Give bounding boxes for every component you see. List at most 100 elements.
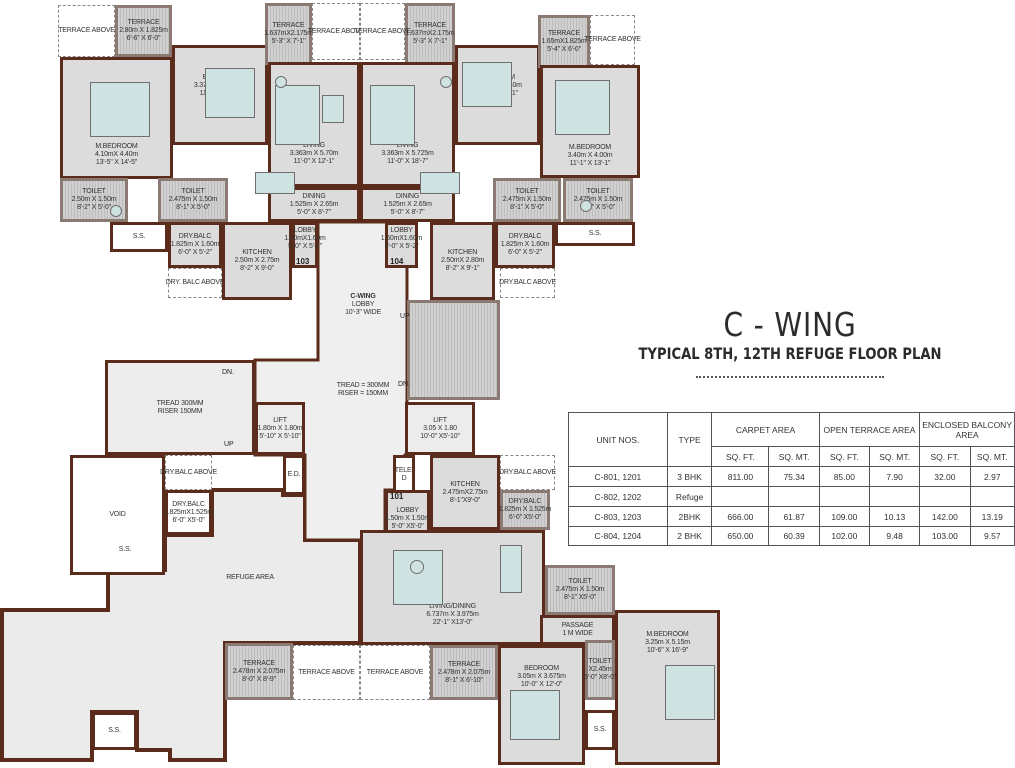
room-label: S.S. — [558, 230, 632, 238]
chair-icon — [275, 76, 287, 88]
table-cell: Refuge — [666, 486, 713, 507]
room-dry-balc-above: DRY.BALC ABOVE — [499, 455, 556, 490]
table-cell: 61.87 — [768, 506, 820, 527]
table-cell: C-803, 1203 — [568, 506, 668, 527]
table-cell: 666.00 — [711, 506, 770, 527]
dining-table-icon — [255, 172, 295, 194]
room-name: REFUGE AREA — [226, 574, 274, 581]
room-label: S.S. — [113, 233, 165, 241]
chair-icon — [440, 76, 452, 88]
room-metric-size: 1.525m X 2.65m — [289, 200, 339, 208]
header-unit: UNIT NOS. — [568, 412, 668, 467]
table-cell: 32.00 — [919, 466, 971, 487]
header-carpet: CARPET AREA — [711, 412, 820, 447]
room-s-s: S.S. — [585, 710, 615, 750]
room-terrace-above: TERRACE ABOVE — [360, 645, 430, 700]
room-label: TELE.D — [395, 467, 414, 483]
room-dry-balc-above: DRY.BALC ABOVE — [160, 455, 217, 490]
header-sqmt: SQ. MT. — [969, 446, 1015, 467]
area-table: UNIT NOS. TYPE CARPET AREA OPEN TERRACE … — [568, 412, 1015, 546]
room-label: TERRACE ABOVE — [354, 28, 411, 36]
room-terrace-above: TERRACE ABOVE — [308, 3, 365, 60]
wc-icon — [580, 200, 592, 212]
table-cell: 142.00 — [919, 506, 971, 527]
room-metric-size: 4.10mX 4.40m — [94, 151, 139, 159]
room-metric-size: 1.525m X 2.65m — [383, 200, 432, 208]
header-sqmt: SQ. MT. — [869, 446, 921, 467]
table-cell — [711, 486, 770, 507]
room-s-s: S.S. — [110, 222, 168, 252]
sofa-icon — [370, 85, 415, 145]
table-cell: 2 BHK — [666, 526, 713, 546]
table-cell — [818, 486, 871, 507]
header-sqft: SQ. FT. — [919, 446, 971, 467]
table-cell: C-801, 1201 — [568, 466, 668, 487]
sofa-icon — [275, 85, 320, 145]
room-label: TERRACE ABOVE — [308, 28, 365, 36]
room-metric-size: 3.25m X 5.15m — [645, 638, 690, 646]
table-cell: 3 BHK — [666, 466, 713, 487]
stair-direction-up: UP — [400, 313, 410, 320]
table-cell: 811.00 — [711, 466, 770, 487]
room-imperial-size: RISER 150MM — [157, 407, 203, 415]
table-cell — [869, 486, 921, 507]
bed-icon — [665, 665, 715, 720]
header-sqft: SQ. FT. — [711, 446, 770, 467]
room-name: LIVING/DINING — [429, 602, 476, 610]
stair-direction-up: UP — [224, 441, 234, 448]
header-sqmt: SQ. MT. — [768, 446, 820, 467]
room-terrace-above: TERRACE ABOVE — [584, 15, 641, 65]
room-label: VOID — [73, 511, 162, 519]
table-cell: 75.34 — [768, 466, 820, 487]
room-name: S.S. — [588, 230, 602, 237]
room-label: S.S. — [588, 726, 612, 734]
room-imperial-size: 11'-0" X 18'-7" — [387, 158, 428, 166]
plan-subtitle: TYPICAL 8TH, 12TH REFUGE FLOOR PLAN — [638, 344, 942, 363]
table-cell: 103.00 — [919, 526, 971, 546]
room-imperial-size: 10'-0" X 12'-0" — [520, 680, 563, 688]
plan-title-block: C - WING TYPICAL 8TH, 12TH REFUGE FLOOR … — [600, 306, 980, 378]
room-tele: TELE.D — [393, 455, 415, 495]
room-metric-size: TREAD 300MM — [156, 399, 204, 407]
bed-icon — [555, 80, 610, 135]
room-imperial-size: 5'-0" X 8'-7" — [297, 208, 331, 216]
room-terrace-above: TERRACE ABOVE — [293, 645, 360, 700]
stair-direction-dn: DN. — [222, 369, 235, 376]
room-void: VOID — [70, 455, 165, 575]
room-label: E.D. — [286, 471, 302, 479]
room-name: BEDROOM — [524, 664, 559, 672]
room-metric-size: 6.737m X 3.975m — [426, 610, 479, 618]
